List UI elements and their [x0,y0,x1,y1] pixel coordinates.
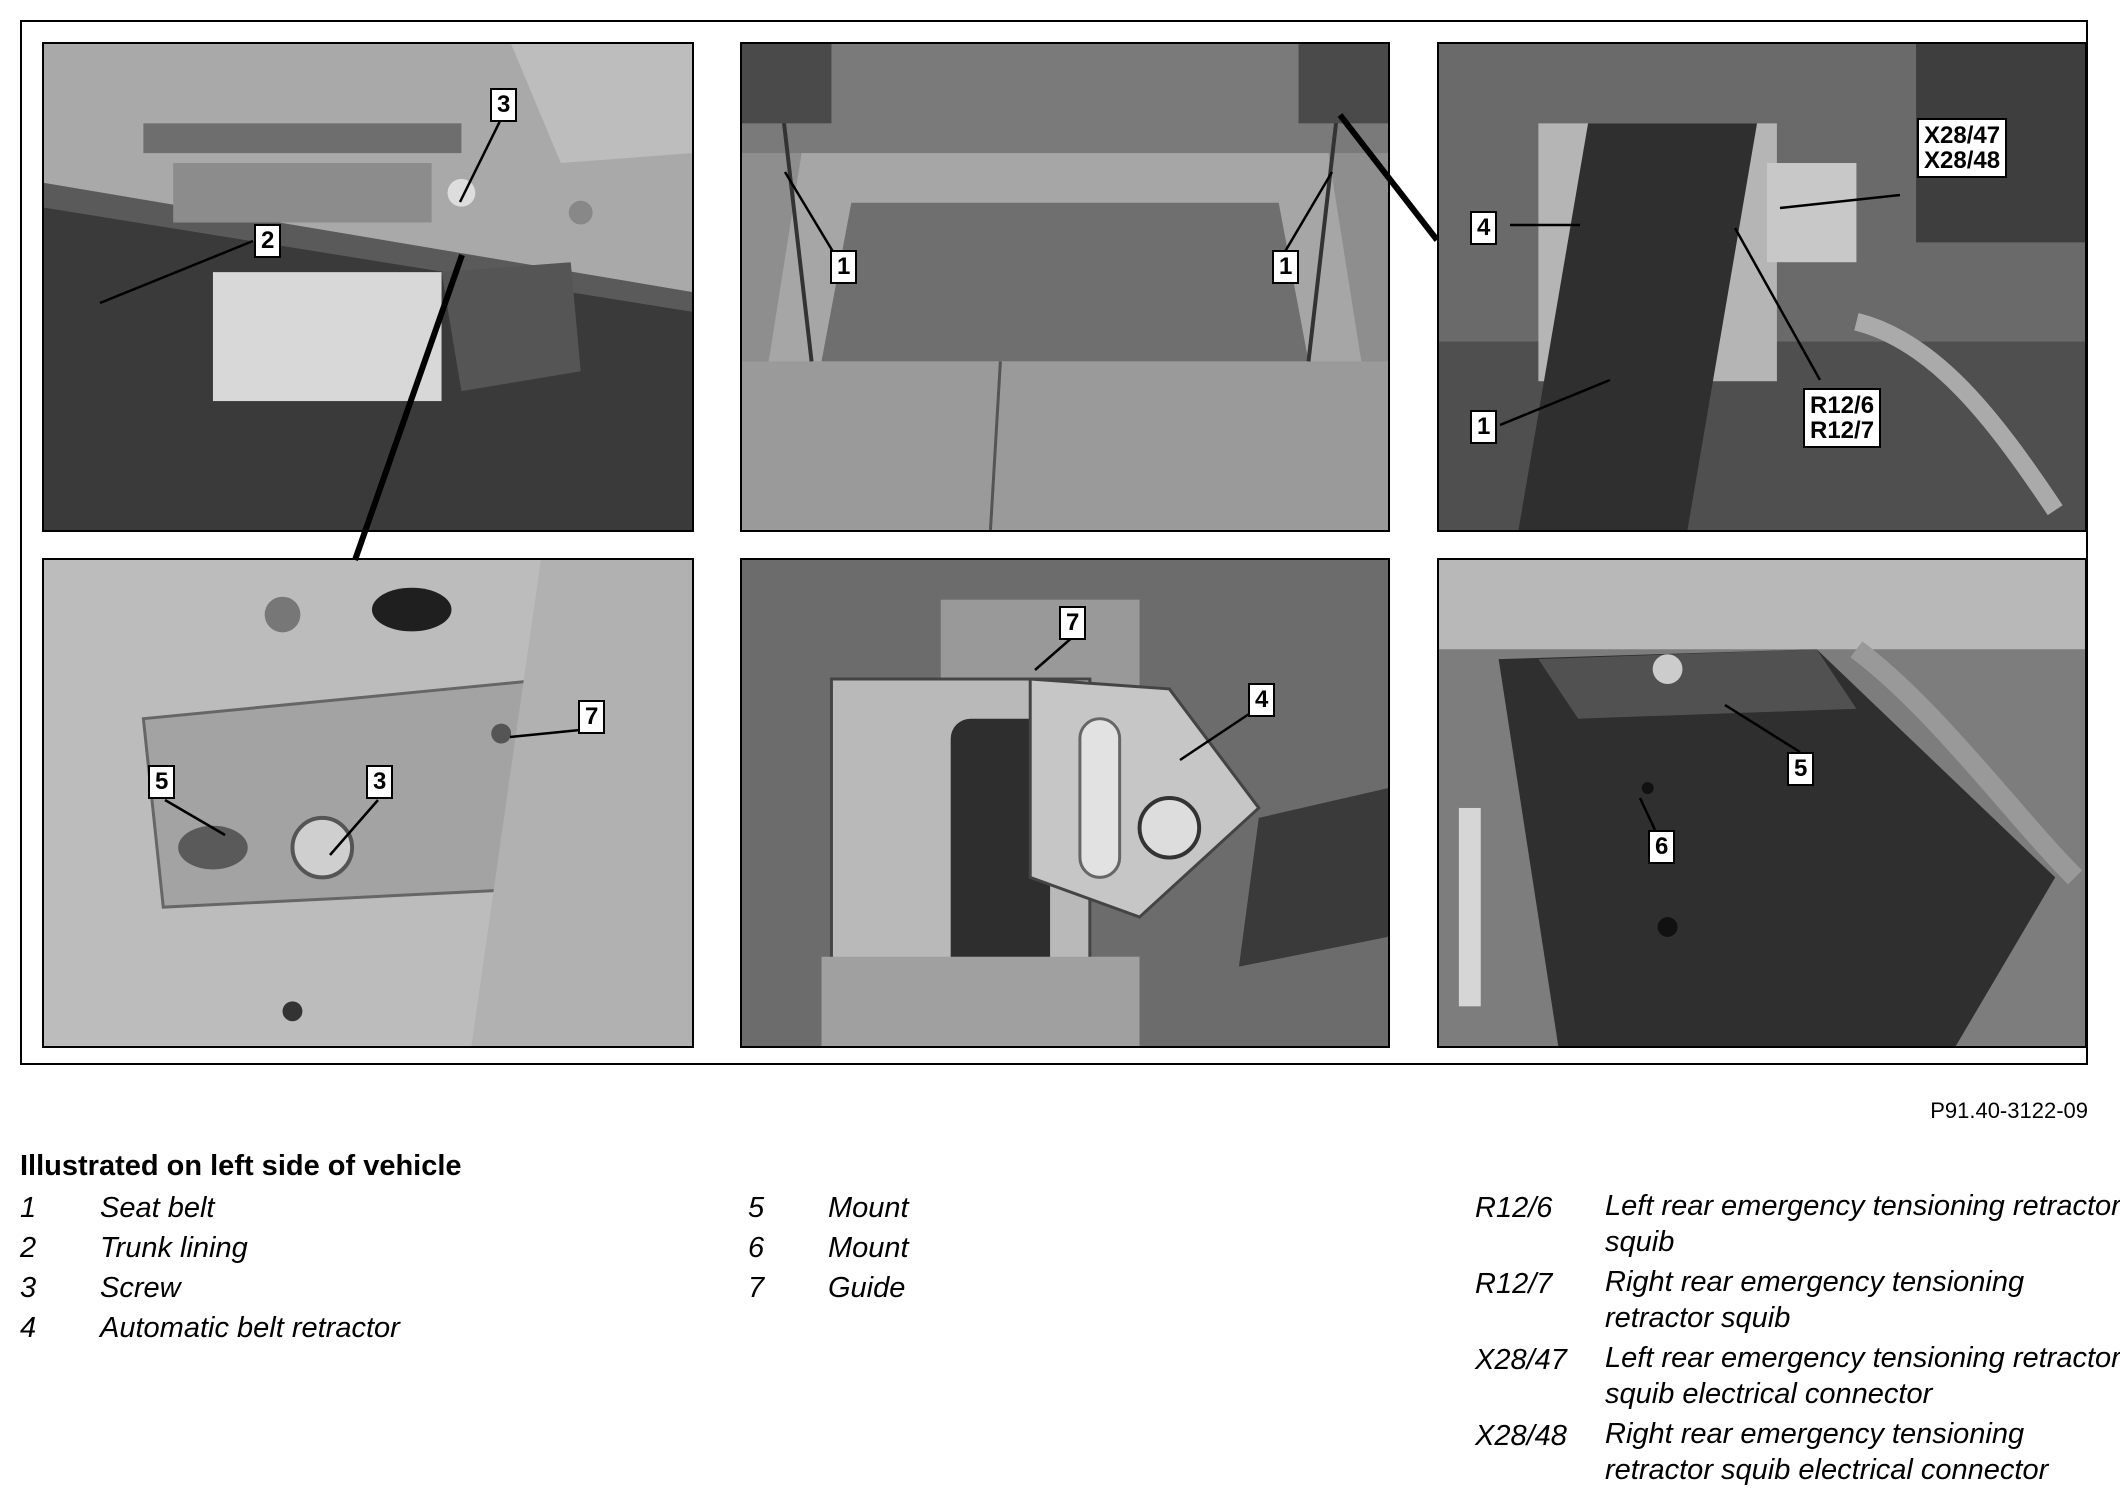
legend-text: Screw [100,1272,181,1304]
legend-title: Illustrated on left side of vehicle [20,1150,462,1182]
callout-1b-photo2: 1 [1272,250,1300,284]
callout-3-photo1: 3 [490,88,518,122]
callout-1-photo3: 1 [1470,410,1498,444]
callout-5-photo6: 5 [1787,752,1815,786]
legend-text: Left rear emergency tensioning retractor… [1605,1342,2120,1410]
legend-text: Left rear emergency tensioning retractor… [1605,1190,2120,1258]
callout-r12-squibs: R12/6 R12/7 [1803,388,1882,449]
photo-trunk-overview [740,42,1390,532]
legend-item: R12/6 Left rear emergency tensioning retr… [1475,1188,2120,1260]
legend-text: Guide [828,1272,906,1304]
photo-mount-plate [1437,558,2087,1048]
legend-text: Seat belt [100,1192,215,1224]
callout-4-photo5: 4 [1248,683,1276,717]
callout-7-photo4: 7 [578,700,606,734]
legend-number: 6 [748,1232,765,1264]
callout-3-photo4: 3 [366,765,394,799]
photo-mount-detail [42,558,694,1048]
callout-2-photo1: 2 [254,224,282,258]
legend-item: 1 Seat belt [20,1188,400,1228]
legend-number: 3 [20,1272,37,1304]
callout-6-photo6: 6 [1648,830,1676,864]
legend-number: 5 [748,1192,765,1224]
legend-number: 2 [20,1232,37,1264]
callout-x28-47: X28/47 [1924,122,2001,149]
callout-x28-connectors: X28/47 X28/48 [1917,118,2008,179]
legend-item: X28/47 Left rear emergency tensioning ret… [1475,1340,2120,1412]
callout-1a-photo2: 1 [830,250,858,284]
photo-trunk-side-panel [42,42,694,532]
legend-column-1: 1 Seat belt 2 Trunk lining 3 Screw 4 Automat… [20,1188,400,1348]
legend-item: 5 Mount [748,1188,909,1228]
callout-r12-7: R12/7 [1810,417,1875,445]
legend-item: X28/48 Right rear emergency tensioning re… [1475,1416,2120,1488]
legend-number: 1 [20,1192,37,1224]
legend-item: 6 Mount [748,1228,909,1268]
legend-text: Mount [828,1192,909,1224]
figure-reference-code: P91.40-3122-09 [1930,1098,2088,1123]
legend-item: 3 Screw [20,1268,400,1308]
legend-item: 7 Guide [748,1268,909,1308]
legend-item: 2 Trunk lining [20,1228,400,1268]
legend-text: Mount [828,1232,909,1264]
photo-belt-retractor-squib [1437,42,2087,532]
callout-7-photo5: 7 [1059,606,1087,640]
legend-number: 7 [748,1272,765,1304]
legend-number: X28/48 [1475,1420,1567,1452]
legend-number: R12/6 [1475,1192,1553,1224]
legend-number: R12/7 [1475,1268,1553,1300]
legend-text: Automatic belt retractor [100,1312,400,1344]
callout-x28-48: X28/48 [1924,147,2001,175]
legend-number: X28/47 [1475,1344,1567,1376]
callout-5-photo4: 5 [148,765,176,799]
legend-text: Trunk lining [100,1232,248,1264]
callout-r12-6: R12/6 [1810,392,1875,419]
legend-text: Right rear emergency tensioning retracto… [1605,1266,2025,1334]
legend-item: 4 Automatic belt retractor [20,1308,400,1348]
legend-number: 4 [20,1312,37,1344]
legend-text: Right rear emergency tensioning retracto… [1605,1418,2049,1486]
callout-4-photo3: 4 [1470,211,1498,245]
legend-item: R12/7 Right rear emergency tensioning ret… [1475,1264,2120,1336]
